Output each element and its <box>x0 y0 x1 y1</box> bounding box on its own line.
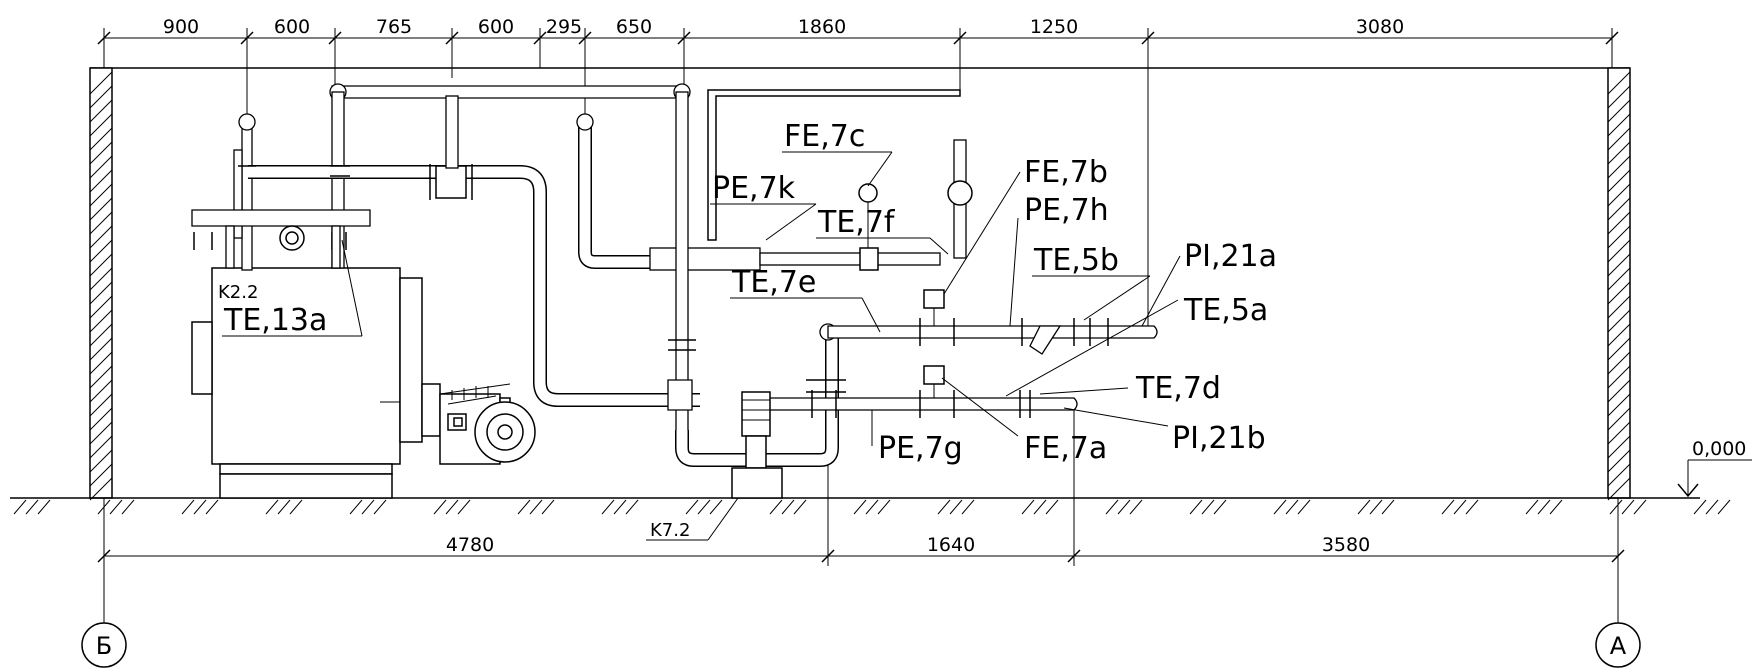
level-mark: 0,000 <box>1677 438 1752 498</box>
tag-fe-7a: FE,7a <box>1024 431 1107 466</box>
burner <box>421 383 536 465</box>
bottom-dim-1: 4780 <box>446 534 494 556</box>
pump-k7-2: K7.2 <box>646 391 783 541</box>
tag-fe-7c: FE,7c <box>784 119 865 154</box>
axis-bubble-right: А <box>1595 622 1641 668</box>
bottom-dim-3: 3580 <box>1322 534 1370 556</box>
tag-te-5b: TE,5b <box>1033 243 1119 278</box>
instrument-tags: FE,7c PE,7k TE,7f TE,7e FE,7b PE,7h TE,5… <box>341 119 1277 466</box>
top-dim-8: 1250 <box>1030 16 1078 38</box>
tag-te-7d: TE,7d <box>1135 371 1221 406</box>
tag-te-5a: TE,5a <box>1183 293 1268 328</box>
top-dim-6: 650 <box>616 16 652 38</box>
boiler-label: K2.2 <box>218 282 258 303</box>
axis-label-right: А <box>1610 632 1627 660</box>
boiler-k2-2: K2.2 TE,13a <box>191 267 423 499</box>
tag-pi-21a: PI,21a <box>1184 239 1277 274</box>
tag-pi-21b: PI,21b <box>1172 421 1266 456</box>
top-dim-3: 765 <box>376 16 412 38</box>
axis-label-left: Б <box>96 632 112 660</box>
top-dim-2: 600 <box>274 16 310 38</box>
tag-pe-7g: PE,7g <box>878 431 963 466</box>
top-dim-7: 1860 <box>798 16 846 38</box>
top-dim-5: 295 <box>546 16 582 38</box>
top-dim-4: 600 <box>478 16 514 38</box>
axis-bubble-left: Б <box>81 622 127 668</box>
pump-label: K7.2 <box>650 520 690 541</box>
tag-te-7f: TE,7f <box>817 205 896 240</box>
tag-te-13a: TE,13a <box>223 303 327 338</box>
tag-te-7e: TE,7e <box>731 265 816 300</box>
tag-fe-7b: FE,7b <box>1024 155 1108 190</box>
top-dim-9: 3080 <box>1356 16 1404 38</box>
level-mark-label: 0,000 <box>1692 438 1746 460</box>
tag-pe-7h: PE,7h <box>1024 193 1109 228</box>
top-dimension-chain: 900 600 765 600 295 650 1860 1250 3080 <box>97 16 1619 330</box>
tag-pe-7k: PE,7k <box>712 171 796 206</box>
top-dim-1: 900 <box>163 16 199 38</box>
bottom-dim-2: 1640 <box>927 534 975 556</box>
